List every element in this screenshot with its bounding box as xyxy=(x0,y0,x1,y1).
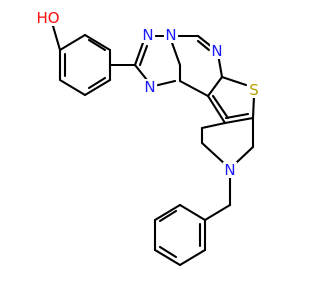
bond xyxy=(200,121,227,130)
bond xyxy=(220,75,248,87)
bond xyxy=(58,33,87,52)
molecule-structure: HO N N N N S N xyxy=(34,9,261,267)
bond xyxy=(51,24,62,52)
bond xyxy=(206,75,224,98)
bond xyxy=(251,94,256,120)
bond xyxy=(87,38,107,52)
atom-label-nitrogen: N xyxy=(165,26,176,44)
bond xyxy=(178,248,207,267)
bond xyxy=(206,94,227,125)
bond xyxy=(196,39,211,52)
bond xyxy=(153,248,182,267)
bonds xyxy=(51,24,256,267)
bond xyxy=(169,38,182,67)
bond xyxy=(83,78,112,97)
bond xyxy=(133,63,149,82)
atom-label-background xyxy=(142,79,158,95)
atom-labels: HO N N N N S N xyxy=(34,9,261,179)
atom-label-nitrogen: N xyxy=(144,78,155,96)
atom-label-oxygen: HO xyxy=(36,9,59,27)
atom-label-background xyxy=(34,10,62,26)
bond xyxy=(178,203,207,222)
bond xyxy=(224,112,250,120)
atom-label-sulfur: S xyxy=(249,81,259,99)
bond xyxy=(87,76,107,90)
atom-label-background xyxy=(222,162,238,178)
bond xyxy=(223,116,255,125)
bond xyxy=(178,79,210,98)
bond xyxy=(158,245,178,259)
bond xyxy=(234,145,255,165)
bond xyxy=(152,79,177,88)
bond xyxy=(83,33,112,52)
bond xyxy=(138,44,149,67)
atom-label-nitrogen: N xyxy=(211,42,222,60)
atom-label-nitrogen: N xyxy=(142,26,153,44)
bond xyxy=(200,141,228,167)
bond xyxy=(196,34,214,49)
bond xyxy=(58,78,87,97)
bond xyxy=(158,209,178,223)
atom-label-nitrogen: N xyxy=(224,161,235,179)
bond xyxy=(211,94,230,120)
bond xyxy=(133,38,146,67)
atom-label-background xyxy=(140,27,156,43)
bond xyxy=(153,203,182,222)
atom-label-background xyxy=(209,43,225,59)
atom-label-background xyxy=(247,82,261,98)
atom-label-background xyxy=(163,27,179,43)
bond xyxy=(203,203,232,222)
